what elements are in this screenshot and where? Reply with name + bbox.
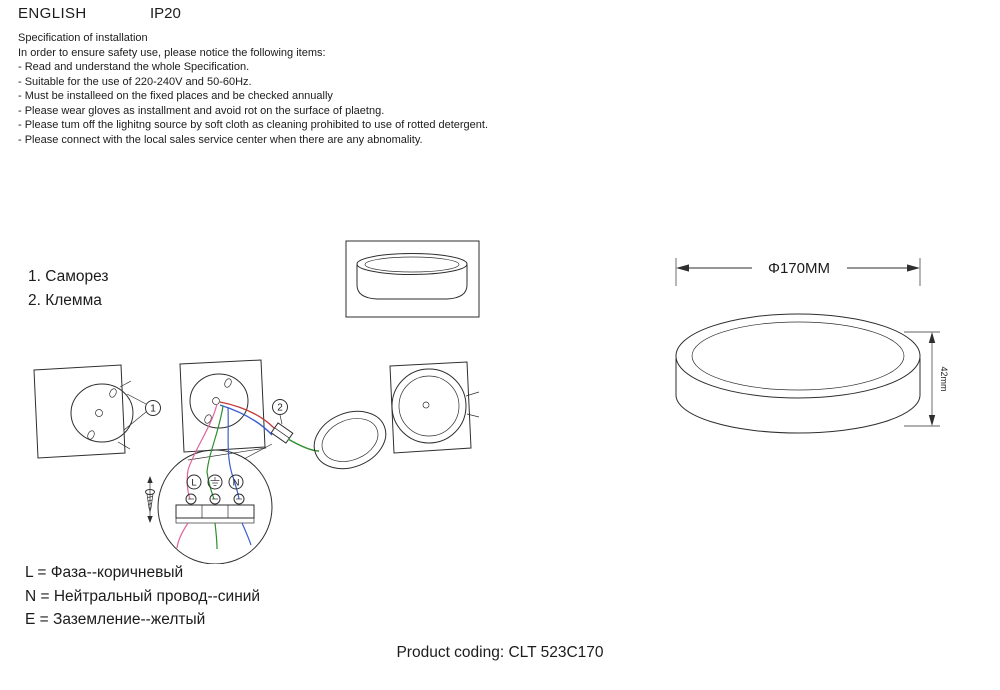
detail-wire-earth-end [214,522,218,550]
diameter-label: Φ170MM [768,260,830,277]
spec-item: - Suitable for the use of 220-240V and 5… [18,75,252,88]
wall-plate-3 [389,361,480,454]
terminal-labels: L N [186,474,244,490]
wall-plate-1 [33,364,134,459]
legend-neutral: N = Нейтральный провод--синий [25,587,261,605]
ip-rating: IP20 [150,5,181,22]
lamp-perspective-drawing [675,313,921,434]
terminal-connector [270,422,294,444]
detail-wire-earth [206,405,224,500]
spec-title: Specification of installation [18,32,148,44]
svg-text:2: 2 [277,403,283,414]
detail-wire-phase [186,403,218,500]
dim-arrow-right [907,264,920,272]
height-label: 42mm [939,366,949,391]
legend-earth: E = Заземление--желтый [25,611,206,628]
terminal-detail-circle [157,449,273,564]
language-label: ENGLISH [18,5,87,22]
spec-block: Specification of installation In order t… [18,31,488,147]
earth-wire [287,438,320,452]
legend-phase: L = Фаза--коричневый [25,564,184,581]
spec-item: - Please tum off the lighitng source by … [18,119,489,131]
callout-step-2: 2 [272,399,288,425]
wire-color-legend: L = Фаза--коричневый N = Нейтральный про… [25,561,260,632]
screw-icon [145,476,155,523]
lamp-drum-side [313,410,387,470]
terminal-n-label: N [233,478,240,489]
dimension-diagram: Φ170MM 42mm [675,258,949,434]
installation-steps-diagram: 1 2 [33,359,480,564]
callout-step-1: 1 [123,393,161,431]
parts-list: 1. Саморез 2. Клемма [28,265,109,313]
svg-text:1: 1 [150,404,156,415]
zoom-leader-line [187,447,267,461]
earth-ground-icon [210,477,220,486]
neutral-wire [219,404,273,436]
terminal-block [175,493,255,524]
part-item-terminal: 2. Клемма [28,292,102,309]
spec-item: - Please wear gloves as installment and … [18,104,385,117]
spec-item: - Read and understand the whole Specific… [18,61,250,73]
terminal-l-label: L [191,478,196,489]
detail-wire-neutral [227,406,240,500]
lamp-thumbnail-diagram [345,240,480,318]
spec-item: - Please connect with the local sales se… [18,133,423,146]
zoom-leader-line [243,443,273,460]
spec-intro: In order to ensure safety use, please no… [18,46,326,59]
detail-wire-neutral-end [241,522,252,546]
dim-arrow-left [676,264,689,272]
dim-arrow-down [928,415,936,426]
live-wire [219,401,275,429]
dim-arrow-up [928,332,936,343]
detail-wire-phase-end [176,522,189,549]
product-coding: Product coding: CLT 523C170 [396,644,604,661]
part-item-screw: 1. Саморез [28,268,109,285]
spec-item: - Must be installeed on the fixed places… [18,90,333,102]
